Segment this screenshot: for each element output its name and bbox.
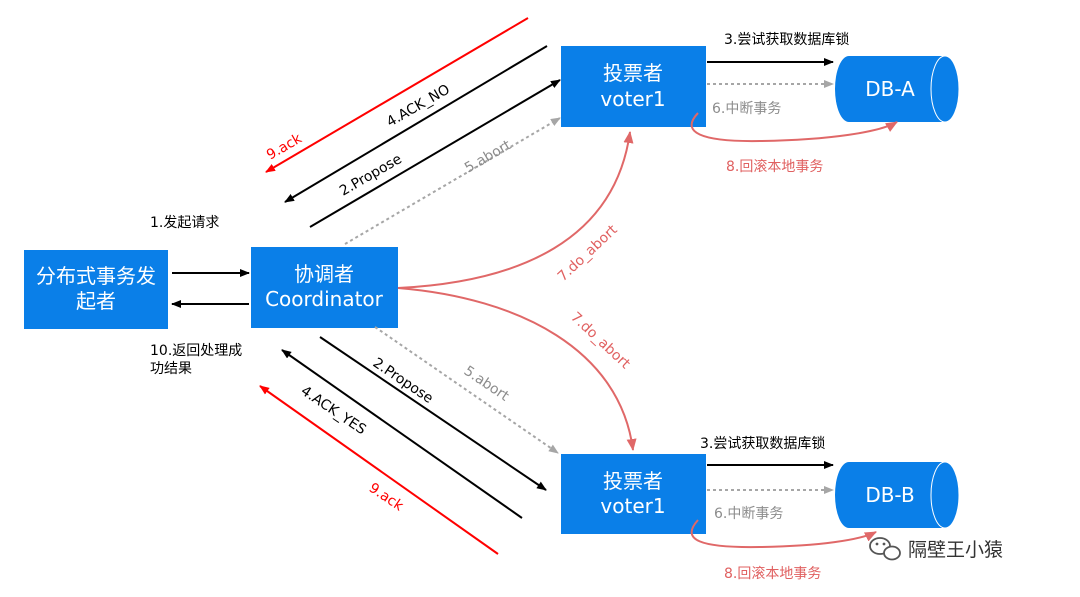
watermark-text: 隔壁王小猿 <box>908 539 1003 561</box>
propose-top-arrow <box>309 79 561 228</box>
initiator-node: 分布式事务发 起者 <box>24 250 168 329</box>
watermark: 隔壁王小猿 <box>869 537 1003 561</box>
db-a-label: DB-A <box>865 77 915 101</box>
do-abort-bottom-label: 7.do_abort <box>567 309 633 372</box>
db-a-cylinder: DB-A <box>835 55 960 123</box>
ack-top-label: 9.ack <box>264 130 305 163</box>
ack-yes-arrow <box>281 349 523 519</box>
rollback-top-label: 8.回滚本地事务 <box>726 158 823 175</box>
rollback-bottom-label: 8.回滚本地事务 <box>724 565 821 582</box>
abort-bottom-label: 5.abort <box>461 363 512 405</box>
voter-bottom-node: 投票者 voter1 <box>561 454 706 534</box>
try-lock-top-label: 3.尝试获取数据库锁 <box>724 32 849 48</box>
wechat-icon <box>869 537 901 561</box>
ack-bottom-arrow <box>259 385 499 555</box>
interrupt-bottom-label: 6.中断事务 <box>714 506 783 522</box>
voter-bottom-label-line2: voter1 <box>600 494 665 518</box>
rollback-top-arrow <box>690 112 898 143</box>
db-b-cylinder: DB-B <box>835 461 960 529</box>
do-abort-bottom-arrow <box>397 287 637 451</box>
voter-bottom-label-line1: 投票者 <box>603 469 663 493</box>
do-abort-top-label: 7.do_abort <box>555 222 621 285</box>
ack-no-arrow <box>284 45 548 203</box>
abort-top-label: 5.abort <box>462 137 514 176</box>
return-result-label-line2: 功结果 <box>150 361 192 377</box>
voter-top-label-line1: 投票者 <box>603 61 663 85</box>
coordinator-label-line1: 协调者 <box>294 262 354 286</box>
initiate-request-label: 1.发起请求 <box>150 215 219 231</box>
interrupt-top-label: 6.中断事务 <box>712 101 781 117</box>
rollback-bottom-arrow <box>690 519 877 549</box>
return-result-label-line1: 10.返回处理成 <box>150 343 242 359</box>
ack-yes-label: 4.ACK_YES <box>298 383 369 438</box>
voter-top-label-line2: voter1 <box>600 87 665 111</box>
do-abort-top-arrow <box>397 131 634 289</box>
abort-top-arrow <box>344 117 561 245</box>
db-b-label: DB-B <box>865 483 914 507</box>
voter-top-node: 投票者 voter1 <box>561 46 706 127</box>
try-lock-bottom-label: 3.尝试获取数据库锁 <box>700 436 825 452</box>
coordinator-label-line2: Coordinator <box>265 287 384 311</box>
initiator-label-line2: 起者 <box>76 289 116 313</box>
ack-top-arrow <box>265 17 529 173</box>
propose-bottom-arrow <box>319 336 547 491</box>
abort-bottom-arrow <box>374 326 559 454</box>
initiator-label-line1: 分布式事务发 <box>36 264 156 288</box>
coordinator-node: 协调者 Coordinator <box>251 247 398 328</box>
